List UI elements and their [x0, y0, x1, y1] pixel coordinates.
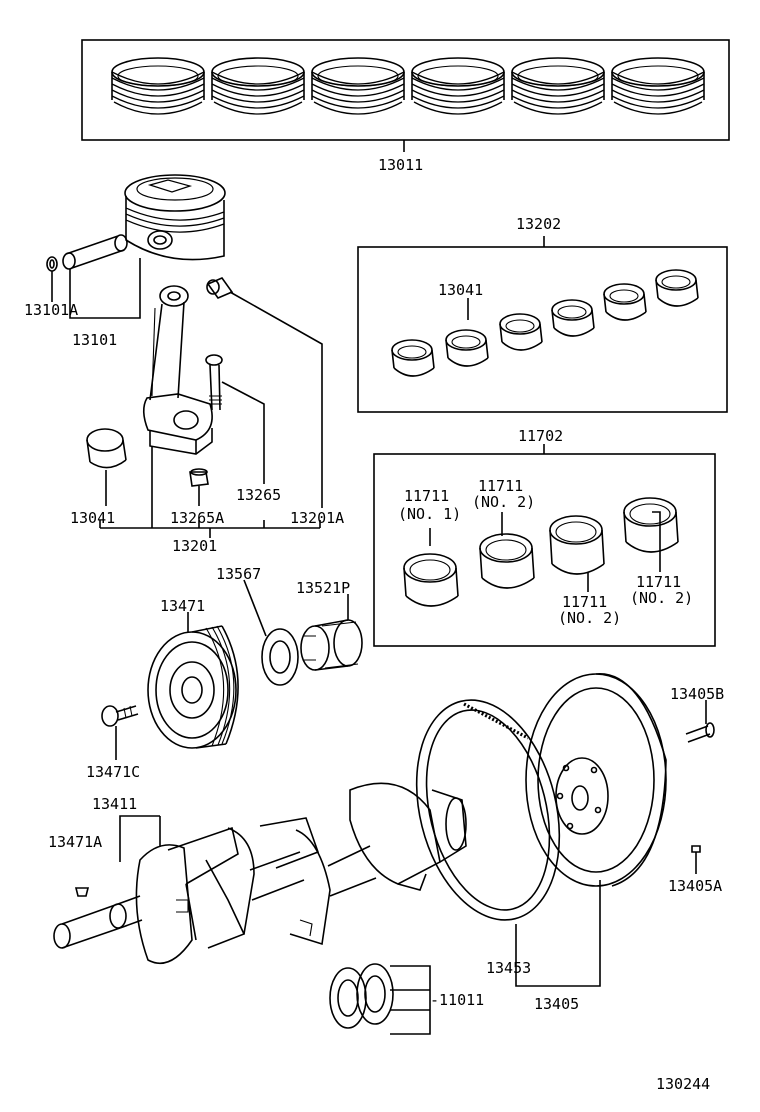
part-label-13201: 13201 [172, 537, 218, 555]
part-label-11711-no2-b-sub: (NO. 2) [558, 609, 622, 627]
snap-ring-13101A [46, 256, 58, 272]
piston-pin-13101 [62, 234, 128, 270]
woodruff-key-13471A [74, 887, 90, 897]
part-label-13471A: 13471A [48, 833, 103, 851]
part-label-11711-no2-c-sub: (NO. 2) [630, 589, 694, 607]
part-label-11711-no2-c: 11711 [636, 573, 682, 591]
part-label-13405: 13405 [534, 995, 580, 1013]
part-label-13453: 13453 [486, 959, 532, 977]
rod-bearing-13041 [86, 428, 127, 469]
part-label-13202: 13202 [516, 215, 562, 233]
bushing-13201A [206, 277, 234, 299]
main-bearing-shell [479, 533, 535, 589]
bearing-shell [391, 339, 435, 377]
rod-bolt-13265 [205, 354, 223, 411]
ring-gear-13453 [415, 699, 561, 921]
bearing-shell [499, 313, 543, 351]
part-label-13405B: 13405B [670, 685, 725, 703]
flywheel-bolt-13405B [685, 722, 715, 743]
part-label-13041-upper: 13041 [438, 281, 484, 299]
main-bearing-shell [623, 497, 679, 553]
flywheel-pin-13405A [691, 845, 701, 853]
part-label-13011: 13011 [378, 156, 424, 174]
bearing-shell [445, 329, 489, 367]
connecting-rod [142, 285, 213, 455]
timing-rotor-13567 [261, 628, 299, 686]
bearing-shell [655, 269, 699, 307]
part-label-13471: 13471 [160, 597, 206, 615]
part-label-13201A: 13201A [290, 509, 345, 527]
piston-ring-stack [211, 57, 305, 115]
part-label-13265A: 13265A [170, 509, 225, 527]
crankshaft-pulley-13471 [147, 625, 239, 749]
part-label-11711-no1-sub: (NO. 1) [398, 505, 462, 523]
part-label-13411: 13411 [92, 795, 138, 813]
piston-ring-stack [111, 57, 205, 115]
piston-ring-stack [511, 57, 605, 115]
part-label-13101: 13101 [72, 331, 118, 349]
thrust-washer-set-11011 [329, 963, 431, 1035]
part-label-13405A: 13405A [668, 877, 723, 895]
main-bearing-shell [403, 553, 459, 607]
piston [124, 174, 226, 261]
crankshaft-13411 [53, 782, 467, 965]
part-label-11702: 11702 [518, 427, 564, 445]
part-label-13471C: 13471C [86, 763, 141, 781]
main-bearing-set-11702 [373, 444, 716, 647]
part-label-11711-no1: 11711 [404, 487, 450, 505]
bearing-shell [551, 299, 595, 337]
piston-ring-stack [311, 57, 405, 115]
figure-code: 130244 [656, 1075, 711, 1093]
piston-ring-set-13011 [81, 39, 730, 152]
main-bearing-shell [549, 515, 605, 575]
part-label-11711-no2-a-sub: (NO. 2) [472, 493, 536, 511]
part-label-13265: 13265 [236, 486, 282, 504]
part-label-13101A: 13101A [24, 301, 79, 319]
part-label-13567: 13567 [216, 565, 262, 583]
bearing-shell [603, 283, 647, 321]
part-label-13521P: 13521P [296, 579, 351, 597]
piston-ring-stack [611, 57, 705, 115]
rod-bearing-set-13202 [357, 236, 728, 413]
part-label-13041-lower: 13041 [70, 509, 116, 527]
part-label-11711-no2-b: 11711 [562, 593, 608, 611]
piston-ring-stack [411, 57, 505, 115]
part-label-11711-no2-a: 11711 [478, 477, 524, 495]
part-label-11011: -11011 [430, 991, 485, 1009]
pulley-bolt-13471C [101, 705, 139, 727]
rod-nut-13265A [189, 468, 209, 487]
timing-gear-13521P [300, 619, 363, 671]
flywheel-13405 [525, 673, 667, 887]
